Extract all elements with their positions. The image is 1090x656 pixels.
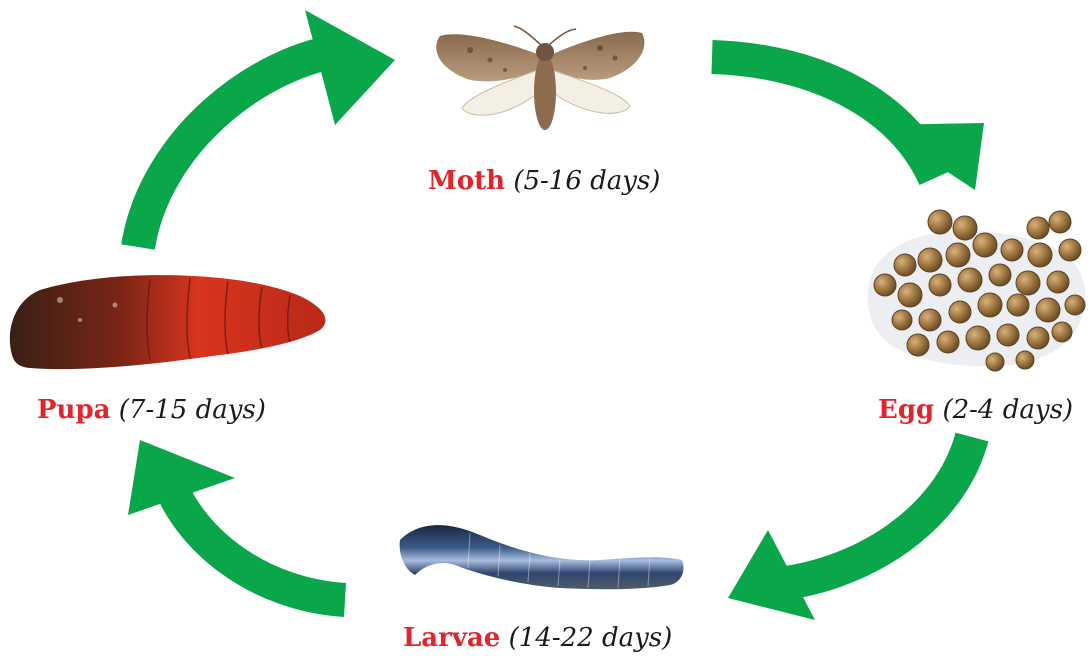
pupa-stage-duration: (7-15 days) <box>119 395 266 425</box>
larva-image <box>400 525 684 589</box>
egg-label: Egg (2-4 days) <box>878 397 1073 423</box>
pupa-label: Pupa (7-15 days) <box>37 397 266 423</box>
egg-stage-name: Egg <box>878 395 934 425</box>
cycle-arrow-larvae-to-pupa <box>128 440 345 600</box>
egg-cluster-image <box>868 210 1086 371</box>
cycle-arrow-pupa-to-moth <box>138 10 395 247</box>
moth-image <box>436 26 644 130</box>
pupa-image <box>10 275 326 369</box>
cycle-arrow-moth-to-egg <box>712 57 984 190</box>
larvae-stage-duration: (14-22 days) <box>509 623 673 653</box>
moth-label: Moth (5-16 days) <box>428 168 660 194</box>
pupa-stage-name: Pupa <box>37 395 110 425</box>
larvae-label: Larvae (14-22 days) <box>403 625 672 651</box>
cycle-arrow-egg-to-larvae <box>728 437 972 620</box>
moth-stage-name: Moth <box>428 166 505 196</box>
egg-stage-duration: (2-4 days) <box>942 395 1073 425</box>
moth-stage-duration: (5-16 days) <box>513 166 660 196</box>
larvae-stage-name: Larvae <box>403 623 500 653</box>
